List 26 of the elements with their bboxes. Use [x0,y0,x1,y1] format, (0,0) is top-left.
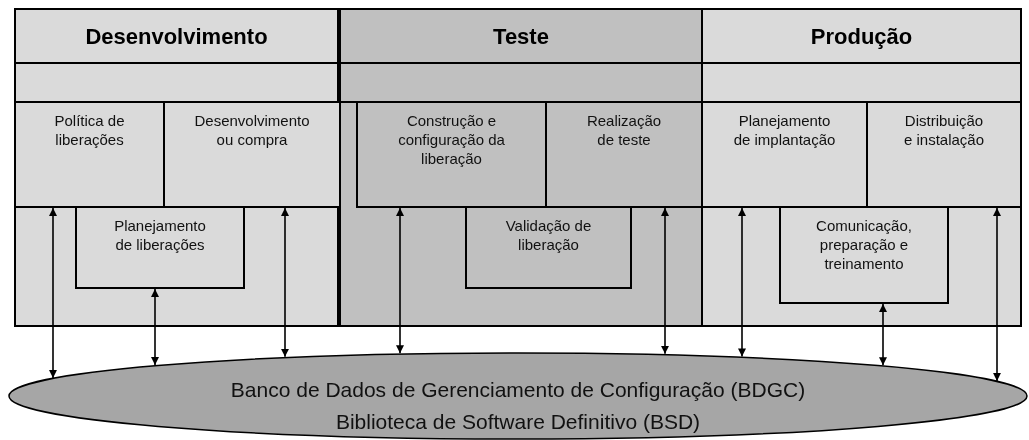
process-label: Comunicação, preparação e treinamento [815,216,913,273]
phase-column [14,8,339,327]
process-label: Validação de liberação [504,216,593,254]
database-label: Banco de Dados de Gerenciamento de Configuração (BDGC) [229,377,807,403]
phase-column [339,8,703,327]
process-label: Planejamento de implantação [732,111,837,149]
database-label: Biblioteca de Software Definitivo (BSD) [334,409,702,435]
process-box [779,206,949,304]
double-arrow [738,207,746,358]
double-arrow [281,207,289,358]
process-label: Distribuição e instalação [902,111,986,149]
double-arrow [661,207,669,355]
process-label: Construção e configuração da liberação [397,111,506,168]
process-label: Realização de teste [585,111,663,149]
process-label: Política de liberações [53,111,126,149]
double-arrow [879,303,887,367]
phase-column [701,8,1022,327]
double-arrow [993,207,1001,382]
database-ellipse [8,352,1028,440]
double-arrow [396,207,404,354]
double-arrow [49,207,57,379]
double-arrow [151,288,159,366]
process-label: Desenvolvimento ou compra [193,111,311,149]
process-box [465,206,632,289]
process-box [75,206,245,289]
process-label: Planejamento de liberações [113,216,207,254]
